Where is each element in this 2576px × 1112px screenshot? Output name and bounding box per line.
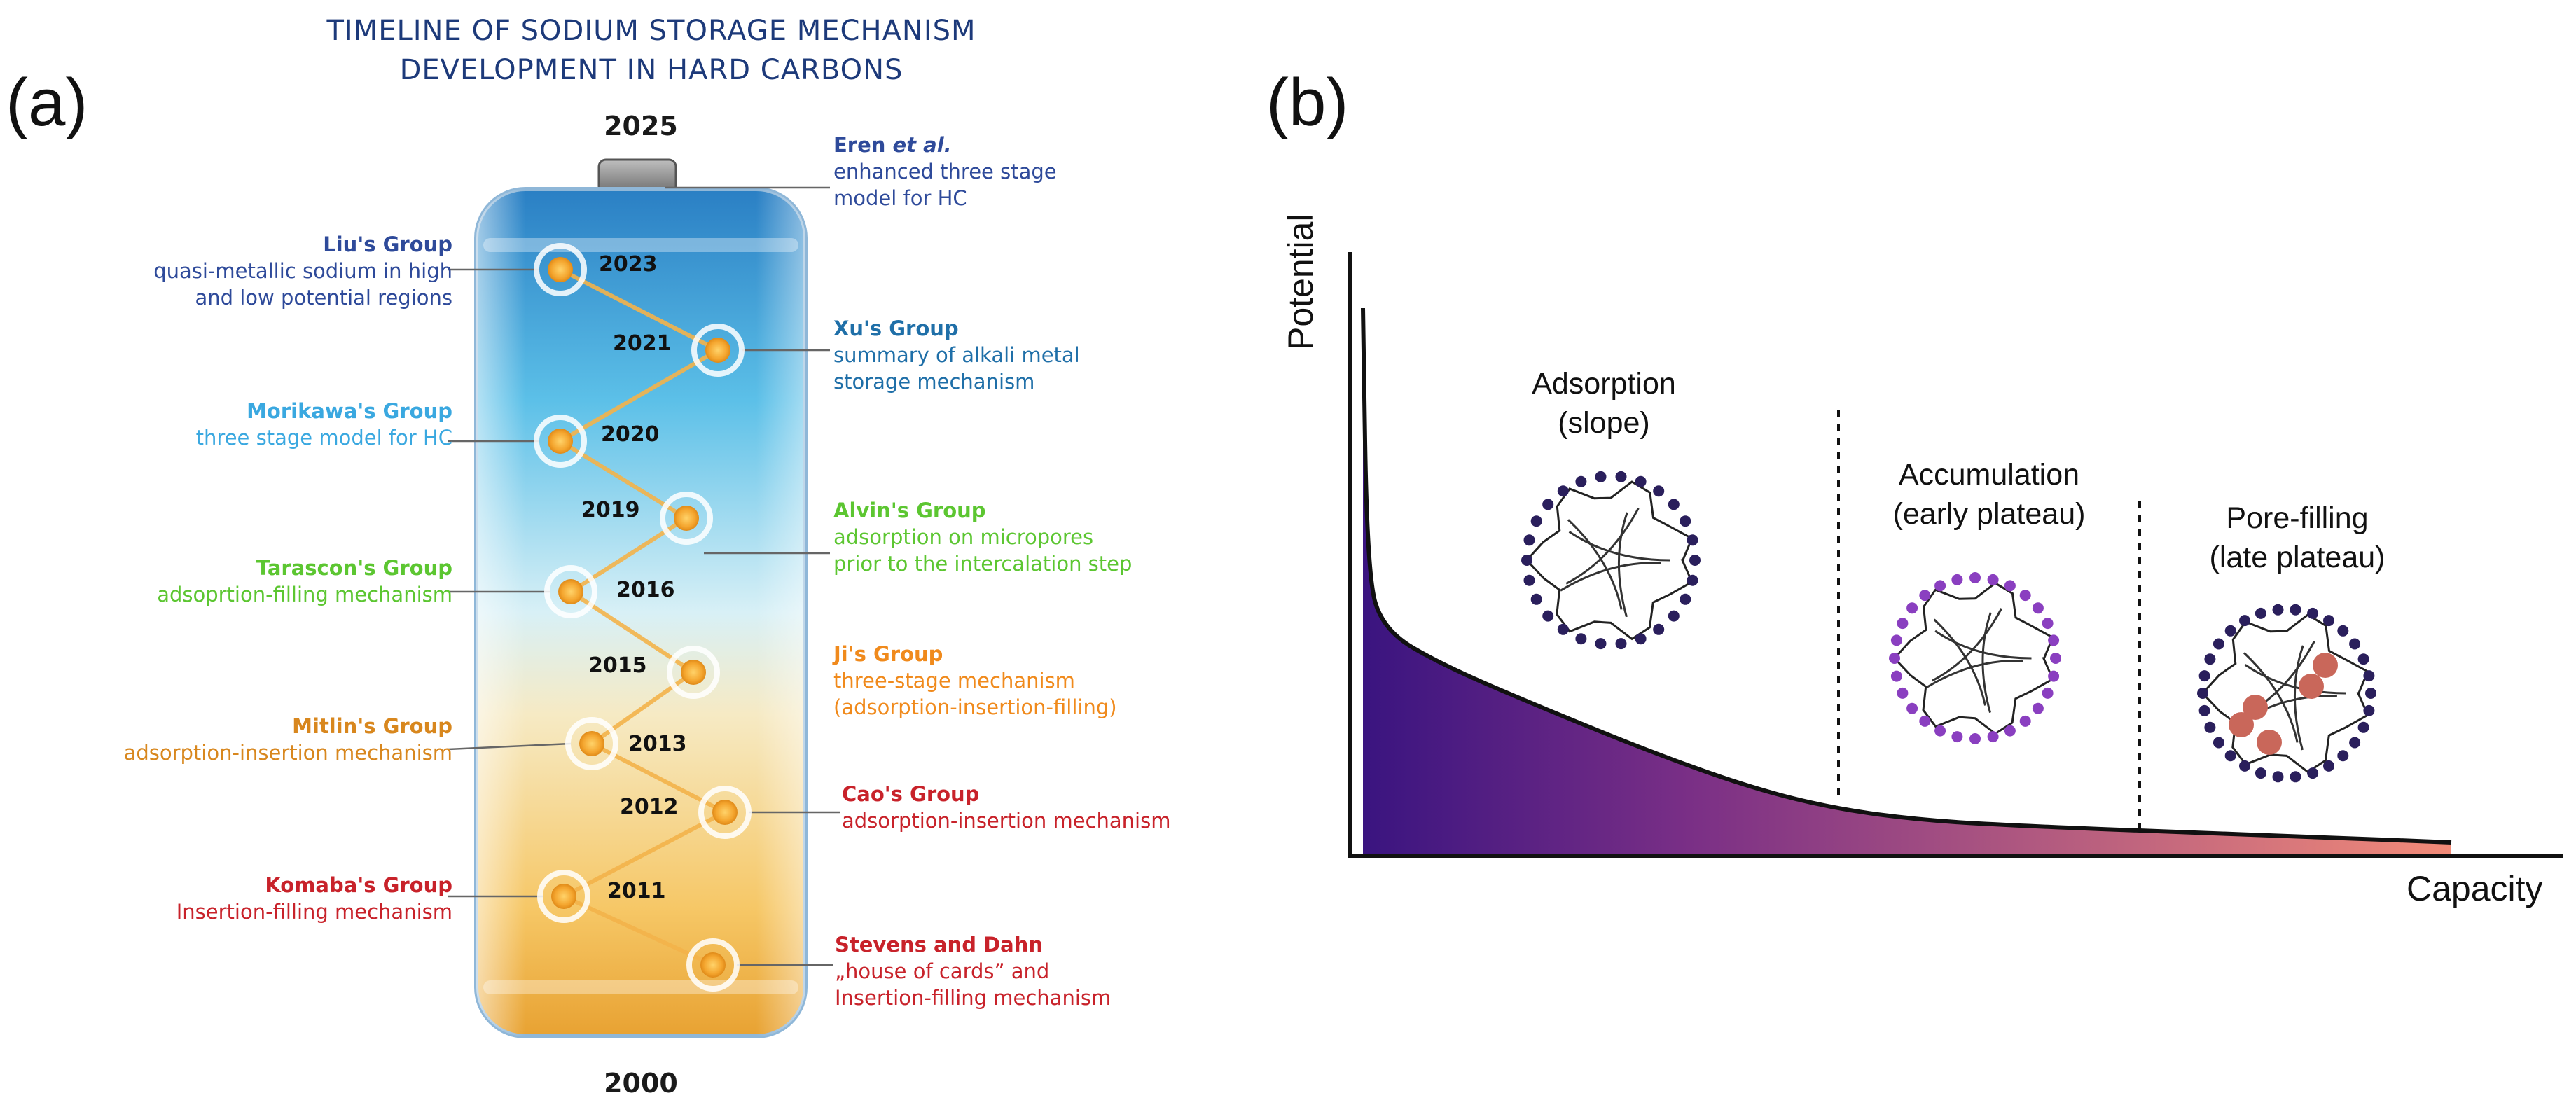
group-name: Liu's Group xyxy=(323,232,452,256)
leader-line xyxy=(448,742,572,751)
sodium-cluster xyxy=(2299,674,2324,699)
group-name: Stevens and Dahn xyxy=(835,933,1043,957)
sodium-cluster xyxy=(2257,730,2282,755)
annotation-komaba: Komaba's Group Insertion-filling mechani… xyxy=(176,872,452,925)
timeline-year: 2015 xyxy=(588,653,647,678)
annotation-liu: Liu's Group quasi-metallic sodium in hig… xyxy=(153,231,452,311)
region-label-adsorption: Adsorption (slope) xyxy=(1464,364,1744,443)
timeline-node xyxy=(534,415,587,468)
sodium-cluster xyxy=(2229,712,2254,737)
timeline-node xyxy=(537,870,590,923)
group-name: Mitlin's Group xyxy=(292,714,452,738)
sodium-cluster xyxy=(2313,653,2338,678)
group-desc: adsorption-insertion mechanism xyxy=(842,809,1171,833)
region-label-line: Adsorption xyxy=(1532,367,1676,401)
panel-b-label: (b) xyxy=(1266,65,1349,140)
group-name-prefix: Eren xyxy=(833,133,893,157)
panel-a-title: TIMELINE OF SODIUM STORAGE MECHANISM DEV… xyxy=(210,11,1093,90)
battery-illustration xyxy=(448,158,840,1038)
timeline-node xyxy=(691,324,745,377)
timeline-path xyxy=(556,267,730,967)
bottom-year: 2000 xyxy=(604,1068,678,1099)
group-desc: (adsorption-insertion-filling) xyxy=(833,695,1117,719)
group-desc: and low potential regions xyxy=(195,286,452,310)
potential-capacity-plot xyxy=(1348,252,2563,858)
top-year: 2025 xyxy=(604,111,678,141)
group-name: Alvin's Group xyxy=(833,499,986,522)
annotation-stevens-dahn: Stevens and Dahn „house of cards” and In… xyxy=(835,931,1111,1011)
group-desc: Insertion-filling mechanism xyxy=(176,900,452,924)
timeline-year: 2016 xyxy=(616,578,675,602)
group-desc: adsorption on micropores xyxy=(833,525,1094,549)
potential-curve-fill xyxy=(1363,308,2451,854)
x-axis-label: Capacity xyxy=(2407,869,2543,908)
potential-curve xyxy=(1361,307,2452,845)
pore-filling-particle xyxy=(2197,604,2376,783)
y-axis-label: Potential xyxy=(1281,214,1320,350)
timeline-year: 2020 xyxy=(601,422,660,447)
group-desc: quasi-metallic sodium in high xyxy=(153,259,452,283)
timeline-year: 2011 xyxy=(607,879,666,903)
annotation-cao: Cao's Group adsorption-insertion mechani… xyxy=(842,781,1170,834)
group-name: Ji's Group xyxy=(833,642,943,666)
timeline-node xyxy=(660,492,713,545)
timeline-year: 2021 xyxy=(613,331,672,356)
region-label-line: Accumulation xyxy=(1898,458,2080,492)
timeline-node xyxy=(686,938,740,992)
annotation-xu: Xu's Group summary of alkali metal stora… xyxy=(833,315,1080,395)
group-desc: model for HC xyxy=(833,186,967,210)
timeline-node xyxy=(698,786,752,839)
region-label-accumulation: Accumulation (early plateau) xyxy=(1842,455,2136,534)
group-name: Cao's Group xyxy=(842,782,980,806)
timeline-node xyxy=(565,717,618,770)
timeline-year: 2023 xyxy=(599,252,658,277)
group-desc: adsoprtion-filling mechanism xyxy=(157,583,452,606)
group-desc: prior to the intercalation step xyxy=(833,552,1133,576)
annotation-mitlin: Mitlin's Group adsorption-insertion mech… xyxy=(124,713,452,766)
group-desc: adsorption-insertion mechanism xyxy=(123,741,452,765)
accumulation-particle xyxy=(1889,572,2061,744)
timeline-node xyxy=(667,646,720,699)
region-label-line: (slope) xyxy=(1558,406,1650,440)
timeline-node xyxy=(534,243,587,296)
group-name: Komaba's Group xyxy=(265,873,452,897)
panel-a-label: (a) xyxy=(6,65,88,140)
group-name: Eren et al. xyxy=(833,132,1057,158)
title-line-1: TIMELINE OF SODIUM STORAGE MECHANISM xyxy=(326,15,976,47)
region-label-line: (late plateau) xyxy=(2209,541,2385,574)
group-name: Xu's Group xyxy=(833,317,959,340)
annotation-eren: Eren et al. enhanced three stage model f… xyxy=(833,132,1057,211)
timeline-year: 2012 xyxy=(620,795,679,819)
group-desc: three-stage mechanism xyxy=(833,669,1075,693)
group-desc: storage mechanism xyxy=(833,370,1035,394)
annotation-morikawa: Morikawa's Group three stage model for H… xyxy=(196,398,452,451)
group-name: Morikawa's Group xyxy=(247,399,452,423)
annotation-ji: Ji's Group three-stage mechanism (adsorp… xyxy=(833,641,1117,721)
annotation-alvin: Alvin's Group adsorption on micropores p… xyxy=(833,497,1132,577)
timeline-year: 2019 xyxy=(581,498,640,522)
group-desc: „house of cards” and xyxy=(835,959,1050,983)
group-desc: enhanced three stage xyxy=(833,160,1057,183)
title-line-2: DEVELOPMENT IN HARD CARBONS xyxy=(399,54,903,86)
annotation-tarascon: Tarascon's Group adsoprtion-filling mech… xyxy=(157,555,452,608)
adsorption-particle xyxy=(1521,471,1701,650)
sodium-cluster xyxy=(2243,695,2268,720)
group-name: Tarascon's Group xyxy=(256,556,452,580)
group-desc: summary of alkali metal xyxy=(833,343,1080,367)
timeline-year: 2013 xyxy=(628,732,687,756)
region-label-pore-filling: Pore-filling (late plateau) xyxy=(2157,499,2437,577)
group-desc: three stage model for HC xyxy=(195,426,452,450)
group-name-italic: et al. xyxy=(892,133,952,157)
region-label-line: (early plateau) xyxy=(1892,497,2086,531)
timeline-node xyxy=(544,565,597,618)
region-label-line: Pore-filling xyxy=(2226,501,2369,535)
group-desc: Insertion-filling mechanism xyxy=(835,986,1112,1010)
